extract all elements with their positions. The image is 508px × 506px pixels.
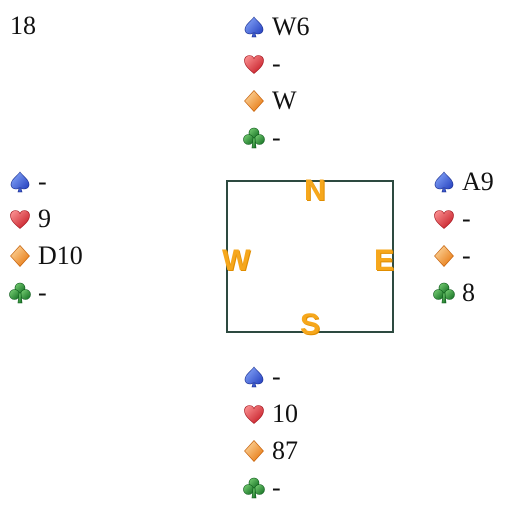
heart-icon — [242, 402, 266, 426]
east-clubs-row: 8 — [432, 274, 494, 311]
west-hearts-row: 9 — [8, 200, 83, 237]
west-hand: - 9 D10 - — [8, 163, 83, 311]
west-label: W — [222, 244, 251, 277]
north-hearts-holding: - — [272, 48, 281, 78]
south-diamonds-row: 87 — [242, 432, 298, 469]
west-spades-holding: - — [38, 166, 47, 196]
east-clubs-holding: 8 — [462, 277, 475, 307]
west-clubs-row: - — [8, 274, 83, 311]
north-hearts-row: - — [242, 45, 310, 82]
east-diamonds-holding: - — [462, 240, 471, 270]
north-diamonds-holding: W — [272, 85, 297, 115]
east-hand: A9 - - 8 — [432, 163, 494, 311]
south-spades-row: - — [242, 358, 298, 395]
north-label: N — [304, 174, 326, 207]
north-diamonds-row: W — [242, 82, 310, 119]
club-icon — [242, 476, 266, 500]
south-hearts-holding: 10 — [272, 398, 298, 428]
west-spades-row: - — [8, 163, 83, 200]
east-hearts-row: - — [432, 200, 494, 237]
south-spades-holding: - — [272, 361, 281, 391]
north-spades-row: W6 — [242, 8, 310, 45]
diamond-icon — [242, 89, 266, 113]
south-hand: - 10 87 - — [242, 358, 298, 506]
spade-icon — [432, 170, 456, 194]
west-diamonds-row: D10 — [8, 237, 83, 274]
spade-icon — [242, 15, 266, 39]
south-label: S — [300, 308, 321, 341]
spade-icon — [8, 170, 32, 194]
heart-icon — [242, 52, 266, 76]
diamond-icon — [432, 244, 456, 268]
north-clubs-holding: - — [272, 122, 281, 152]
west-diamonds-holding: D10 — [38, 240, 83, 270]
south-clubs-holding: - — [272, 472, 281, 502]
south-clubs-row: - — [242, 469, 298, 506]
south-hearts-row: 10 — [242, 395, 298, 432]
heart-icon — [432, 207, 456, 231]
north-clubs-row: - — [242, 119, 310, 156]
south-diamonds-holding: 87 — [272, 435, 298, 465]
west-hearts-holding: 9 — [38, 203, 51, 233]
diamond-icon — [242, 439, 266, 463]
heart-icon — [8, 207, 32, 231]
east-hearts-holding: - — [462, 203, 471, 233]
club-icon — [432, 281, 456, 305]
east-label: E — [374, 244, 395, 277]
diamond-icon — [8, 244, 32, 268]
west-clubs-holding: - — [38, 277, 47, 307]
east-spades-row: A9 — [432, 163, 494, 200]
club-icon — [8, 281, 32, 305]
east-spades-holding: A9 — [462, 166, 494, 196]
spade-icon — [242, 365, 266, 389]
compass-table: N W E S — [222, 176, 395, 340]
north-hand: W6 - W - — [242, 8, 310, 156]
north-spades-holding: W6 — [272, 11, 310, 41]
club-icon — [242, 126, 266, 150]
east-diamonds-row: - — [432, 237, 494, 274]
deal-number: 18 — [10, 11, 36, 40]
